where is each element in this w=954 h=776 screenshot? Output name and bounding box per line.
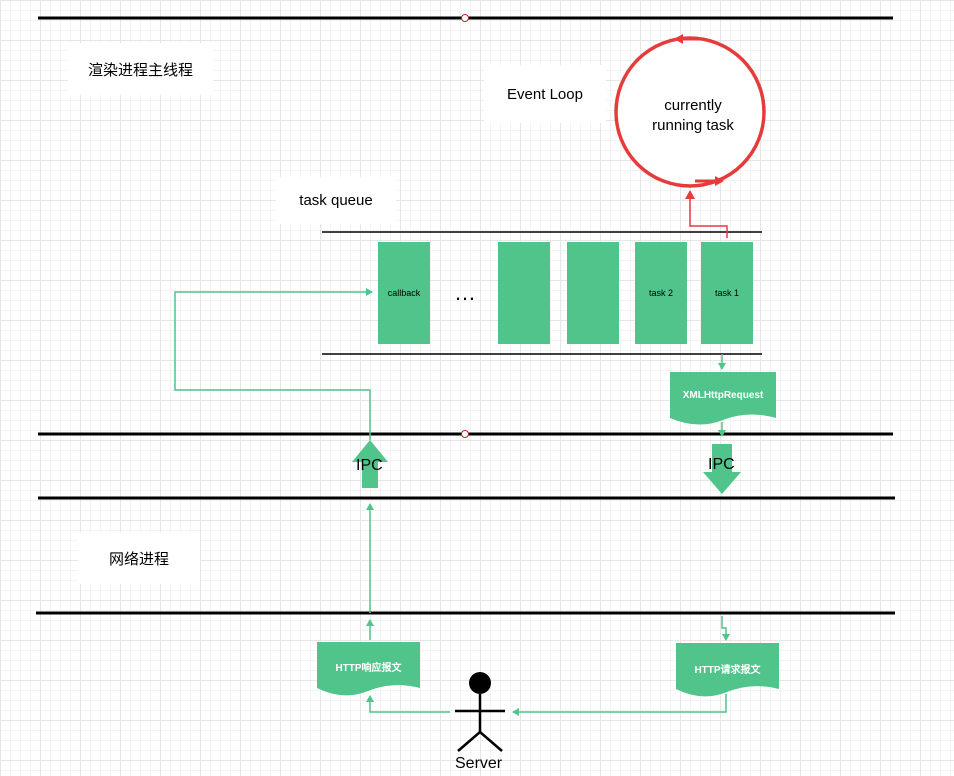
current-task-label: currently running task — [652, 97, 734, 134]
render-divider-handle[interactable] — [461, 430, 469, 438]
server-label: Server — [455, 755, 503, 772]
http-request-label: HTTP请求报文 — [694, 665, 761, 676]
xhr-label: XMLHttpRequest — [682, 390, 764, 401]
ipc-to-callback-connector — [174, 288, 373, 440]
queue-ellipsis: … — [454, 280, 476, 305]
server-to-response-connector — [366, 695, 450, 713]
http-response-label: HTTP响应报文 — [335, 663, 402, 674]
queue-box-task1[interactable] — [701, 242, 753, 344]
callback-label: callback — [387, 288, 421, 298]
queue-box-callback[interactable] — [378, 242, 430, 344]
xhr-document[interactable] — [670, 372, 776, 425]
http-request-document[interactable] — [676, 643, 779, 697]
ipc-left-label: IPC — [356, 457, 383, 474]
network-process-label: 网络进程 — [78, 532, 200, 584]
task2-label: task 2 — [648, 288, 673, 298]
ipc-right-label: IPC — [708, 456, 735, 473]
task1-label: task 1 — [714, 288, 739, 298]
ipc-up-arrow — [352, 440, 388, 488]
request-to-server-connector — [512, 694, 727, 716]
event-loop-label: Event Loop — [484, 65, 606, 123]
server-actor[interactable] — [455, 672, 505, 752]
task1-to-loop-connector — [685, 190, 728, 238]
render-main-thread-label: 渲染进程主线程 — [68, 43, 213, 95]
queue-box-3[interactable] — [498, 242, 550, 344]
http-response-document[interactable] — [317, 642, 420, 696]
queue-box-4[interactable] — [567, 242, 619, 344]
ipc-down-arrow — [703, 444, 741, 494]
top-divider-handle[interactable] — [461, 14, 469, 22]
queue-box-task2[interactable] — [635, 242, 687, 344]
network-down-line — [721, 616, 730, 641]
task-queue-label: task queue — [276, 177, 396, 224]
